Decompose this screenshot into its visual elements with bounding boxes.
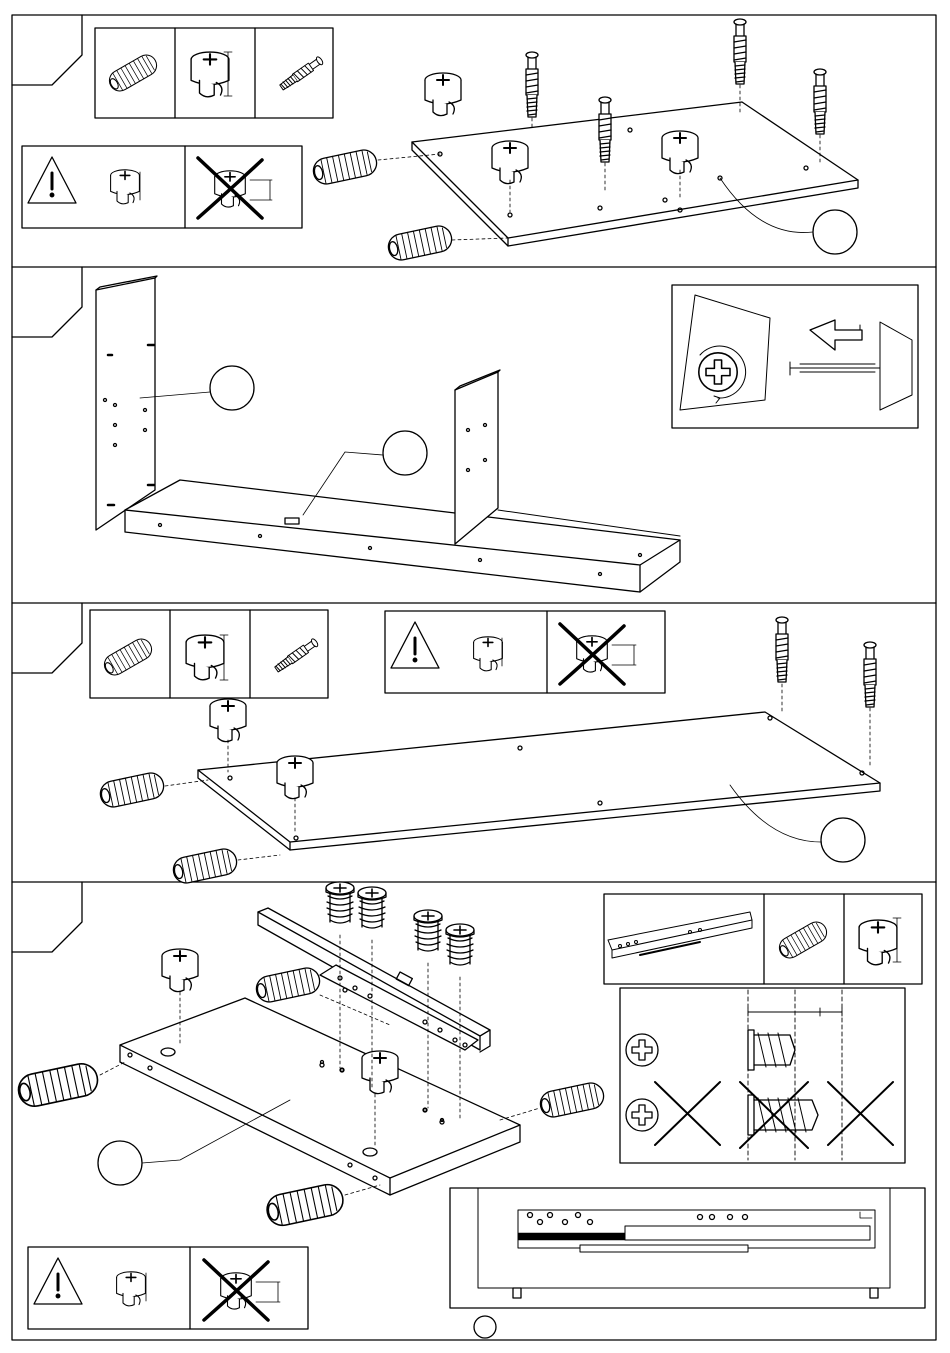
euro-screw-icon bbox=[414, 910, 442, 951]
panel-step-1 bbox=[412, 102, 858, 254]
dowel-icon bbox=[776, 918, 831, 962]
screw-head-icon bbox=[626, 1099, 658, 1131]
parts-box-step-3 bbox=[90, 610, 328, 698]
screw-correct bbox=[748, 1030, 795, 1070]
step-4 bbox=[12, 882, 925, 1338]
step-2 bbox=[12, 267, 918, 592]
dowel-icon bbox=[98, 771, 166, 810]
cam-bolt-icon bbox=[599, 97, 611, 162]
screw-head-icon bbox=[626, 1034, 658, 1066]
cam-bolt-icon bbox=[279, 56, 324, 91]
cabinet-carcass bbox=[96, 276, 680, 592]
dowel-icon bbox=[106, 51, 161, 95]
warning-box-step-3 bbox=[385, 611, 665, 693]
dowel-icon bbox=[264, 1182, 346, 1228]
dowel-icon bbox=[254, 966, 322, 1005]
cam-lock-icon bbox=[111, 170, 140, 204]
dowel-icon bbox=[386, 224, 454, 263]
cam-lock-icon bbox=[425, 73, 461, 116]
dowel-icon bbox=[538, 1081, 606, 1120]
warning-box-step-1 bbox=[22, 146, 302, 228]
drawer-runner-icon bbox=[608, 912, 752, 958]
cam-bolt-icon bbox=[864, 642, 876, 707]
panel-label-circle bbox=[813, 210, 857, 254]
cam-lock-icon bbox=[191, 52, 229, 97]
panel-label-circle bbox=[210, 366, 254, 410]
warning-icon bbox=[34, 1258, 82, 1304]
wrong-cross-icon bbox=[198, 158, 262, 218]
warning-icon bbox=[391, 622, 439, 668]
cam-bolt-icon bbox=[814, 69, 826, 134]
euro-screw-icon bbox=[446, 924, 474, 965]
cam-bolt-icon bbox=[274, 638, 319, 673]
panel-step-4 bbox=[98, 998, 520, 1195]
euro-screw-icon bbox=[358, 887, 386, 928]
cam-bolt-icon bbox=[776, 617, 788, 682]
panel-label-circle bbox=[98, 1141, 142, 1185]
euro-screw-icon bbox=[326, 882, 354, 923]
detail-tighten-cam bbox=[672, 285, 918, 428]
dowel-icon bbox=[15, 1061, 100, 1109]
dowel-icon bbox=[101, 635, 156, 679]
parts-box-step-4 bbox=[604, 894, 922, 984]
wrong-cross-icon bbox=[560, 624, 624, 684]
warning-box-step-4 bbox=[28, 1247, 308, 1329]
step-3 bbox=[12, 603, 880, 885]
cam-lock-icon bbox=[186, 635, 224, 680]
cam-lock-icon bbox=[117, 1272, 146, 1306]
cam-lock-icon bbox=[859, 920, 897, 965]
panel-label-circle bbox=[821, 818, 865, 862]
cam-lock-icon bbox=[162, 949, 198, 992]
cam-lock-icon bbox=[210, 699, 246, 742]
cam-bolt-icon bbox=[526, 52, 538, 117]
panel-label-circle bbox=[383, 431, 427, 475]
drawer-installed-detail bbox=[450, 1188, 925, 1308]
wrong-cross-icon bbox=[655, 1082, 720, 1145]
wrong-cross-icon bbox=[204, 1260, 268, 1320]
dowel-icon bbox=[171, 847, 239, 886]
cam-lock-icon bbox=[474, 637, 503, 671]
dowel-icon bbox=[311, 148, 379, 187]
warning-icon bbox=[28, 157, 76, 203]
step-1 bbox=[12, 15, 858, 262]
parts-box-step-1 bbox=[95, 28, 333, 118]
page-number-circle bbox=[474, 1316, 496, 1338]
wrong-cross-icon bbox=[828, 1082, 893, 1145]
cam-bolt-icon bbox=[734, 19, 746, 84]
screw-alignment-check bbox=[620, 988, 905, 1163]
